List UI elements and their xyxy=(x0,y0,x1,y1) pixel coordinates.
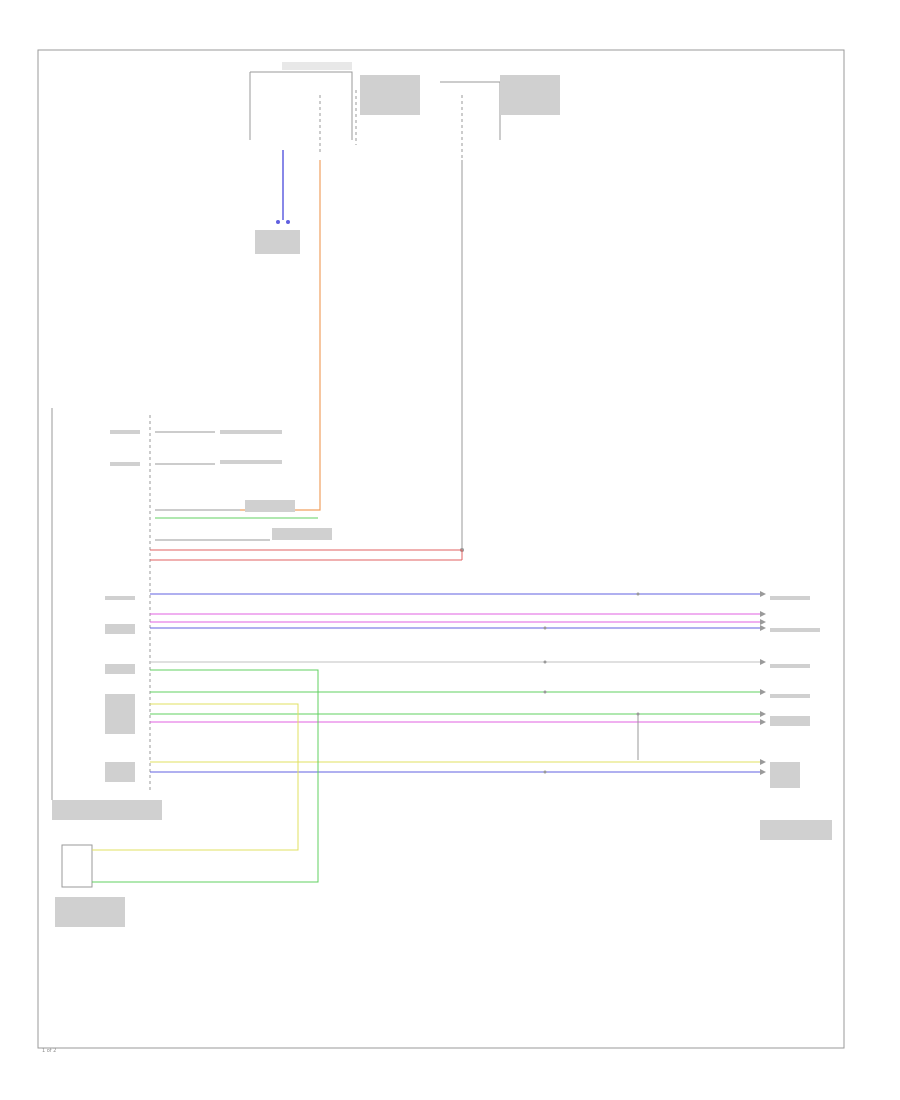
fuse-block-left xyxy=(249,62,357,155)
diagram-frame xyxy=(37,49,845,1049)
fuse-block-header xyxy=(282,62,352,70)
page-number: 1 of 2 xyxy=(42,1048,56,1054)
illegible-labels xyxy=(52,75,832,927)
module-right xyxy=(760,591,766,775)
signal-stubs xyxy=(155,431,270,541)
wire-orange xyxy=(240,160,321,511)
connector-left xyxy=(276,150,290,224)
wire-green-loop xyxy=(92,669,319,883)
sensor-box xyxy=(61,844,93,888)
fuse-block-right xyxy=(440,81,501,552)
wire-yellow-loop xyxy=(92,703,299,851)
connector-pin xyxy=(276,220,280,224)
splice-dots xyxy=(543,592,640,774)
connector-pin xyxy=(286,220,290,224)
sensor-bottom-left xyxy=(61,669,319,888)
